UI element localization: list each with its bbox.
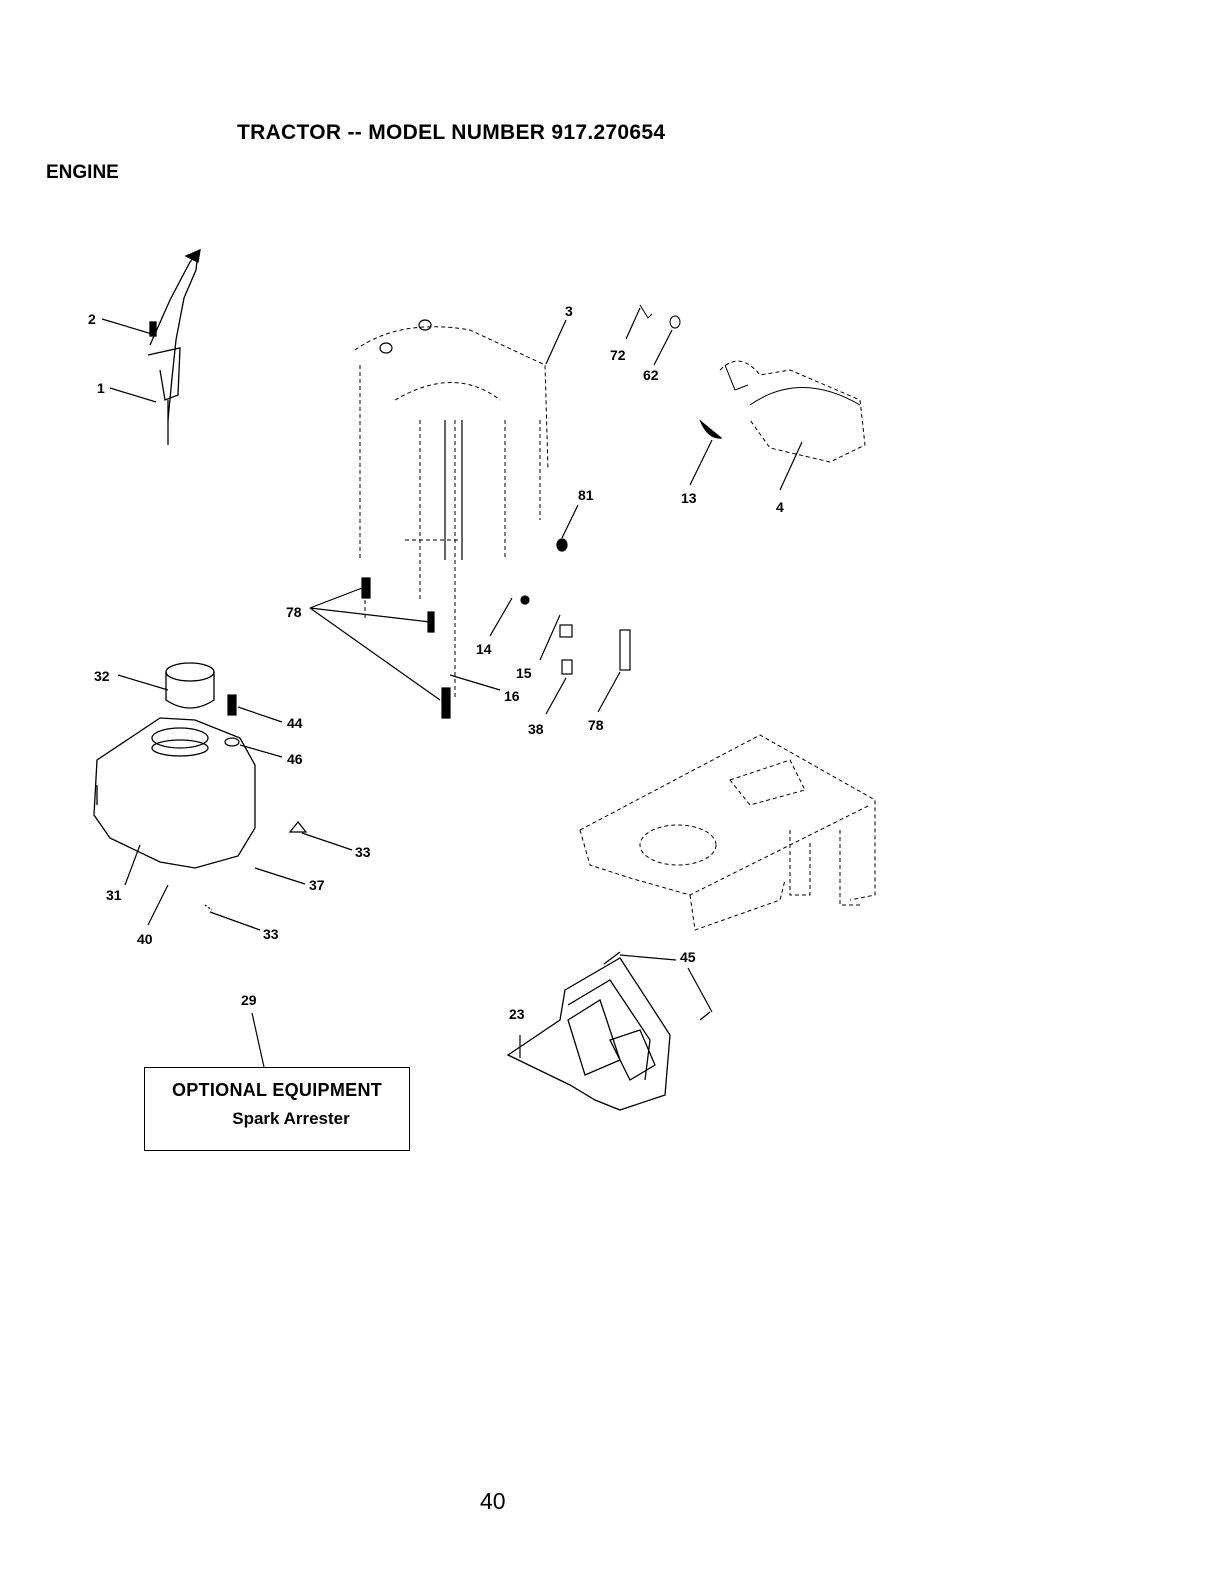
callout-15: 15 <box>516 665 532 681</box>
callout-14: 14 <box>476 641 492 657</box>
throttle-control-drawing <box>148 250 200 445</box>
callout-4: 4 <box>776 499 784 515</box>
callout-38: 38 <box>528 721 544 737</box>
callout-16: 16 <box>504 688 520 704</box>
callout-81: 81 <box>578 487 594 503</box>
callout-33-lower: 33 <box>263 926 279 942</box>
fuel-cap-drawing <box>166 663 214 708</box>
callout-33-upper: 33 <box>355 844 371 860</box>
optional-equipment-item: Spark Arrester <box>145 1109 409 1129</box>
callout-62: 62 <box>643 367 659 383</box>
flywheel-cover-drawing <box>640 305 865 462</box>
optional-equipment-title: OPTIONAL EQUIPMENT <box>145 1080 409 1101</box>
callout-46: 46 <box>287 751 303 767</box>
page-number: 40 <box>480 1488 506 1515</box>
callout-78-engine: 78 <box>286 604 302 620</box>
callout-31: 31 <box>106 887 122 903</box>
fuel-tank-drawing <box>94 718 255 868</box>
engine-mount-plate-drawing <box>580 735 875 930</box>
callout-1: 1 <box>97 380 105 396</box>
callout-44: 44 <box>287 715 303 731</box>
callout-37: 37 <box>309 877 325 893</box>
callout-leader-lines <box>102 308 802 1067</box>
callout-72: 72 <box>610 347 626 363</box>
callout-2: 2 <box>88 311 96 327</box>
callout-45: 45 <box>680 949 696 965</box>
callout-29: 29 <box>241 992 257 1008</box>
spark-arrester-shield-drawing <box>508 952 710 1110</box>
callout-40: 40 <box>137 931 153 947</box>
callout-13: 13 <box>681 490 697 506</box>
callout-23: 23 <box>509 1006 525 1022</box>
callout-3: 3 <box>565 303 573 319</box>
callout-32: 32 <box>94 668 110 684</box>
optional-equipment-box: OPTIONAL EQUIPMENT Spark Arrester <box>144 1067 410 1151</box>
callout-78-mount: 78 <box>588 717 604 733</box>
engine-block-drawing <box>355 327 548 700</box>
